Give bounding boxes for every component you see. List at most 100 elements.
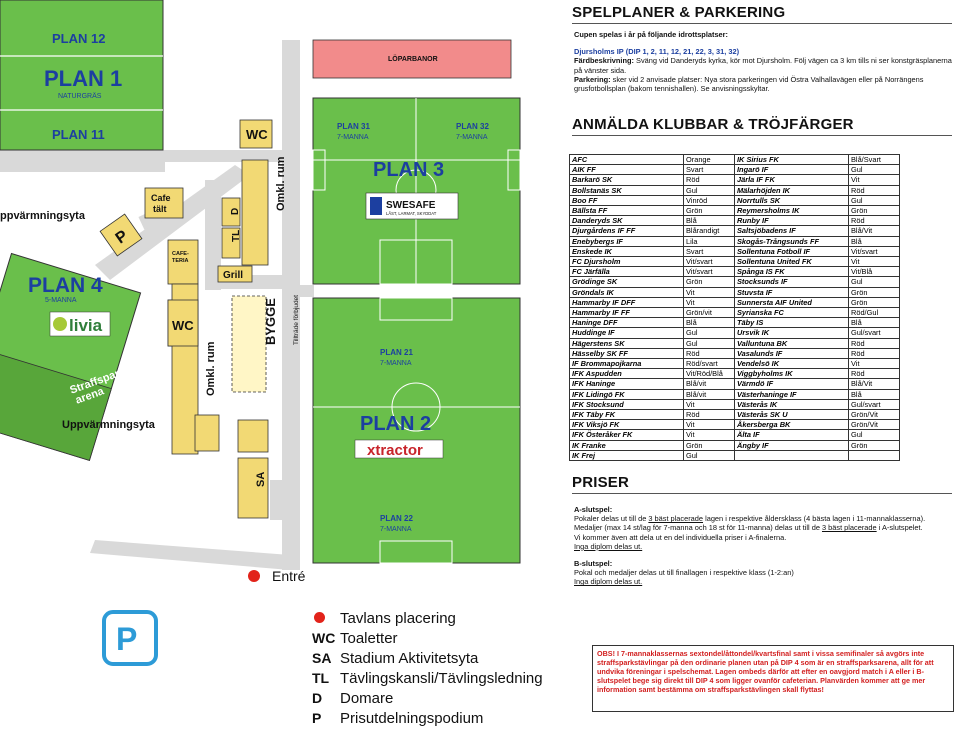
club-name: AFC	[569, 153, 684, 166]
club-color: Gul	[683, 337, 735, 349]
svg-text:CAFE-: CAFE-	[172, 251, 189, 257]
plan31-label: PLAN 31	[337, 122, 370, 131]
club-name: Täby IS	[734, 317, 849, 329]
club-name: Västerhaninge IF	[734, 388, 849, 400]
plan1-label: PLAN 1	[44, 66, 122, 91]
warmup-area-top: ppvärmningsyta	[0, 210, 86, 222]
legend-key: WC	[312, 630, 336, 646]
club-color: Röd	[848, 215, 900, 227]
plan4-sub: 5-MANNA	[45, 297, 77, 304]
club-name: Värmdö IF	[734, 378, 849, 390]
club-name: Haninge DFF	[569, 317, 684, 329]
club-color: Vit/svart	[683, 266, 735, 278]
omkl-rum-mid-label: Omkl. rum	[205, 341, 217, 396]
plan31-sub: 7-MANNA	[337, 134, 369, 141]
club-name: Vasalunds IF	[734, 347, 849, 360]
loparbanor-label: LÖPARBANOR	[388, 54, 438, 63]
cafeteria	[167, 239, 199, 285]
club-name: Bollstanäs SK	[569, 184, 684, 196]
tilltrade-label: Tillträde förbjudet	[293, 295, 300, 345]
club-color: Röd	[683, 174, 735, 186]
legend-label: Tavlans placering	[340, 609, 456, 627]
plan4-label: PLAN 4	[28, 274, 103, 297]
club-color: Vit	[683, 296, 735, 309]
club-color: Vit	[683, 429, 735, 441]
referee-room	[221, 197, 241, 227]
club-color: Vit/svart	[683, 256, 735, 268]
club-name: Järla IF FK	[734, 174, 849, 186]
club-color: Gul	[683, 449, 735, 462]
referee-label: D	[230, 208, 241, 215]
plan12-label: PLAN 12	[52, 31, 105, 46]
club-color: Röd	[683, 347, 735, 360]
pitch-plan-4[interactable]	[0, 252, 142, 461]
a-line1b: lagen i respektive åldersklass (4 bästa …	[703, 514, 926, 524]
intro-text: Cupen spelas i år på följande idrottspla…	[574, 30, 729, 39]
club-color: Gul	[683, 184, 735, 196]
plan11-label: PLAN 11	[52, 127, 105, 142]
club-color: Grön	[848, 439, 900, 451]
club-name: Barkarö SK	[569, 174, 684, 186]
club-name: Saltsjöbadens IF	[734, 225, 849, 237]
legend-label: Domare	[340, 689, 394, 707]
parking-icon	[102, 610, 158, 666]
club-color: Gul	[848, 164, 900, 176]
club-name: IFK Aspudden	[569, 368, 684, 380]
omkl-rum-top-label: Omkl. rum	[275, 156, 287, 211]
club-color: Grön/vit	[683, 307, 735, 319]
club-color: Vit	[683, 286, 735, 298]
club-name: Mälarhöjden IK	[734, 184, 849, 196]
club-name: Hässelby SK FF	[569, 347, 684, 360]
club-color: Röd/Gul	[848, 307, 900, 319]
club-color: Vit	[848, 358, 900, 370]
plan32-label: PLAN 32	[456, 122, 489, 131]
legend-label: Tävlingskansli/Tävlingsledning	[340, 669, 543, 687]
map-svg: PLAN 12 PLAN 1 NATURGRÄS PLAN 11 WC LÖPA…	[0, 0, 521, 666]
club-color: Grön/Vit	[848, 419, 900, 431]
club-name: Gröndals IK	[569, 286, 684, 298]
club-name: IFK Lidingö FK	[569, 388, 684, 400]
a-line4: Inga diplom delas ut.	[574, 541, 643, 551]
club-color: Grön	[848, 286, 900, 298]
parking-icon-letter: P	[116, 621, 137, 657]
club-name: AIK FF	[569, 164, 684, 176]
parking-text: sker vid 2 anvisade platser: Nya stora p…	[574, 74, 924, 94]
club-name: FC Djursholm	[569, 256, 684, 268]
legend-key: SA	[312, 650, 332, 666]
prize-podium	[99, 213, 143, 257]
obs-notice: OBS! I 7-mannaklassernas sextondel/åtton…	[592, 645, 954, 712]
club-color: Gul	[848, 429, 900, 441]
board-marker	[248, 570, 260, 582]
b-line2: Inga diplom delas ut.	[574, 577, 643, 587]
club-name: Viggbyholms IK	[734, 368, 849, 380]
club-name: IFK Österåker FK	[569, 429, 684, 441]
club-name: Sollentuna Fotboll IF	[734, 245, 849, 258]
venue-plans: (DIP 1, 2, 11, 12, 21, 22, 3, 31, 32)	[625, 47, 740, 57]
club-color: Röd/svart	[683, 358, 735, 370]
red-dot-icon	[314, 612, 325, 623]
pitch-plan-12-1-11[interactable]	[0, 0, 164, 151]
club-color: Gul	[848, 276, 900, 288]
plan1-sub: NATURGRÄS	[58, 92, 102, 100]
club-name: Stocksunds IF	[734, 276, 849, 288]
wc-top	[239, 119, 273, 149]
parking-label: Parkering:	[574, 74, 611, 84]
club-color: Röd	[848, 368, 900, 380]
a-line2b: i A-slutspelet.	[876, 523, 923, 533]
club-color	[848, 449, 900, 462]
club-name: Valluntuna BK	[734, 337, 849, 349]
a-line2a: Medaljer (max 14 st/lag för 7-manna och …	[574, 523, 822, 533]
